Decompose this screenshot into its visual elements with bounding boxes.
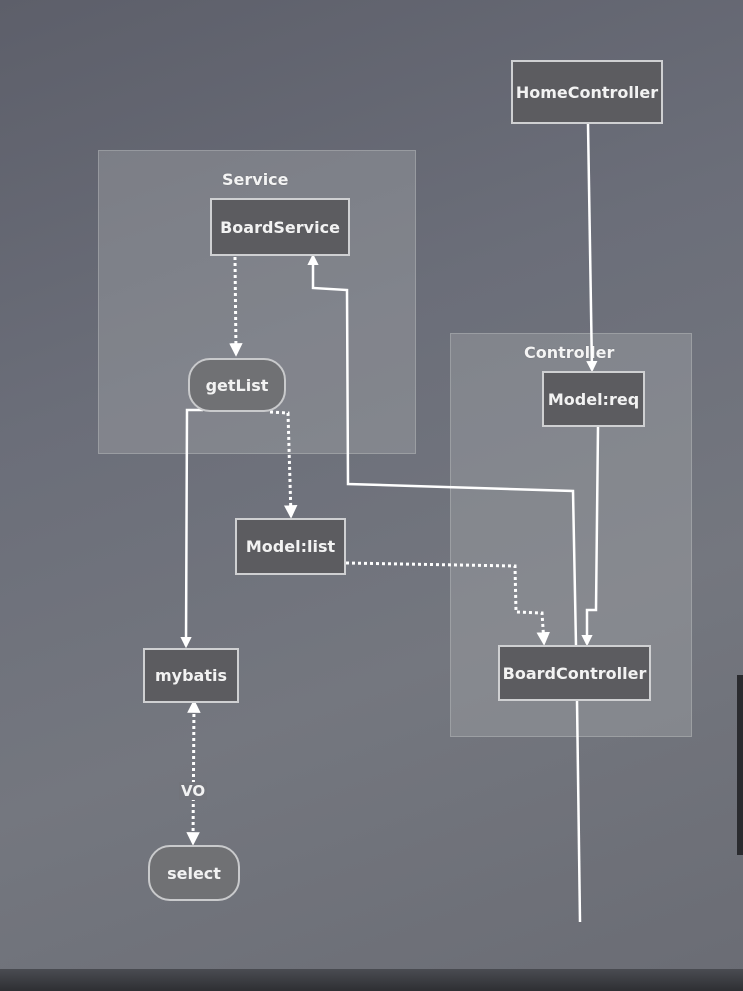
service-group-label: Service [222, 170, 289, 189]
edge-boardcontroller-down [575, 699, 582, 923]
node-model-list[interactable]: Model:list [235, 518, 346, 575]
screen-bottom-bezel [0, 969, 743, 991]
node-board-service[interactable]: BoardService [210, 198, 350, 256]
node-model-req[interactable]: Model:req [542, 371, 645, 427]
node-select[interactable]: select [148, 845, 240, 901]
edge-boardservice-to-getlist [229, 256, 243, 357]
edge-getlist-to-modellist [269, 410, 298, 519]
edge-label-vo: VO [179, 782, 208, 800]
edge-getlist-to-mybatis [180, 408, 203, 649]
node-mybatis[interactable]: mybatis [143, 648, 239, 703]
edge-modelreq-to-boardcontroller [581, 425, 600, 647]
node-board-controller[interactable]: BoardController [498, 645, 651, 701]
node-get-list[interactable]: getList [188, 358, 286, 412]
edge-mybatis-select [186, 699, 201, 846]
edge-boardcontroller-to-boardservice [307, 253, 578, 647]
edge-modellist-to-boardcontroller [345, 561, 551, 646]
screen-edge [737, 675, 743, 855]
node-home-controller[interactable]: HomeController [511, 60, 663, 124]
edge-home-to-modelreq [586, 123, 598, 373]
